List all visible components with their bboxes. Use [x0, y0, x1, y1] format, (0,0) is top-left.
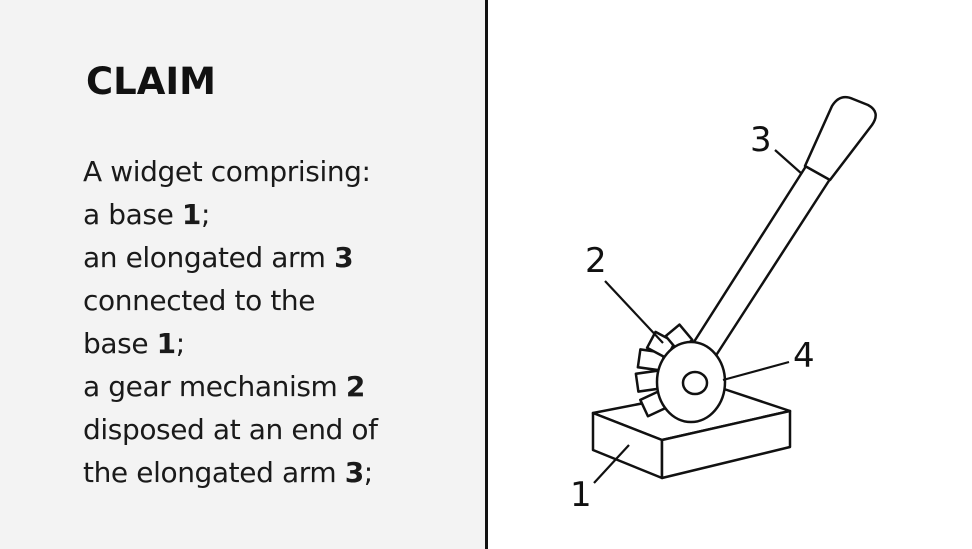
- claim-text-fragment: ;: [364, 456, 373, 489]
- claim-text-fragment: base: [83, 327, 157, 360]
- claim-line: a gear mechanism 2: [83, 365, 378, 408]
- claim-line: an elongated arm 3: [83, 236, 378, 279]
- claim-line: a base 1;: [83, 193, 378, 236]
- arm-grip: [805, 97, 876, 180]
- claim-heading: CLAIM: [86, 58, 216, 106]
- reference-numeral: 2: [346, 370, 365, 403]
- claim-text-fragment: a gear mechanism: [83, 370, 346, 403]
- claim-text-fragment: ;: [176, 327, 185, 360]
- reference-numeral: 1: [182, 198, 201, 231]
- widget-drawing: 1 2 3 4: [488, 0, 972, 549]
- claim-text-fragment: connected to the: [83, 284, 315, 317]
- claim-text-fragment: ;: [201, 198, 210, 231]
- leader-line-arm: [775, 150, 802, 174]
- arm-rod: [692, 163, 832, 357]
- reference-numeral: 3: [334, 241, 353, 274]
- claim-line: connected to the: [83, 279, 378, 322]
- figure-panel: 1 2 3 4: [488, 0, 972, 549]
- reference-numeral: 3: [345, 456, 364, 489]
- label-hub: 4: [793, 336, 815, 376]
- claim-line: base 1;: [83, 322, 378, 365]
- leader-line-gear: [605, 281, 663, 343]
- label-base: 1: [570, 475, 592, 515]
- claim-text: A widget comprising:a base 1;an elongate…: [83, 150, 378, 494]
- gear-hub: [683, 372, 707, 394]
- leader-line-hub: [723, 362, 789, 380]
- arm-part: [692, 97, 876, 357]
- claim-text-fragment: A widget comprising:: [83, 155, 371, 188]
- label-gear: 2: [585, 241, 607, 281]
- claim-line: A widget comprising:: [83, 150, 378, 193]
- claim-text-fragment: a base: [83, 198, 182, 231]
- claim-text-fragment: the elongated arm: [83, 456, 345, 489]
- claim-line: disposed at an end of: [83, 408, 378, 451]
- claim-text-fragment: an elongated arm: [83, 241, 334, 274]
- label-arm: 3: [750, 120, 772, 160]
- claim-line: the elongated arm 3;: [83, 451, 378, 494]
- claim-text-fragment: disposed at an end of: [83, 413, 378, 446]
- reference-numeral: 1: [157, 327, 176, 360]
- claim-panel: CLAIM A widget comprising:a base 1;an el…: [0, 0, 486, 549]
